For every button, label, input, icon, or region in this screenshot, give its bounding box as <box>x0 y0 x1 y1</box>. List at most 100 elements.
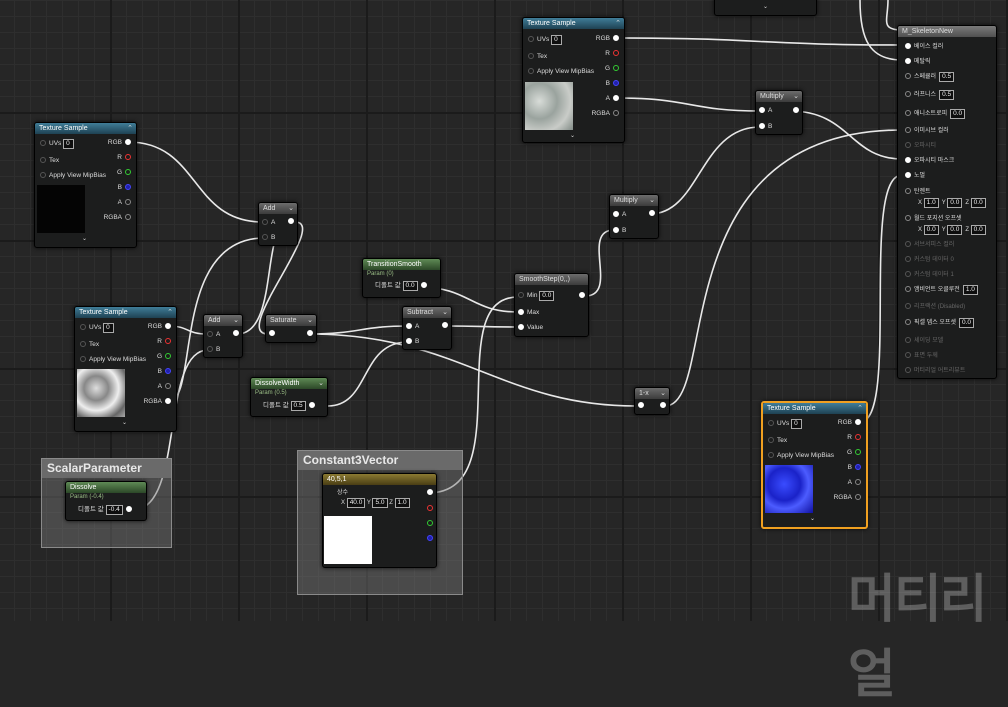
min-input[interactable]: 0.0 <box>539 291 555 301</box>
chevron-down-icon[interactable]: ⌄ <box>570 133 576 139</box>
saturate-node[interactable]: Saturate⌄ <box>265 314 317 343</box>
input-pin[interactable] <box>905 319 911 326</box>
input-pin[interactable] <box>905 367 911 374</box>
output-pin[interactable] <box>288 218 294 225</box>
one-minus-node[interactable]: 1-x⌄ <box>634 387 670 415</box>
result-pin[interactable]: 노멀 <box>902 171 925 181</box>
input-pin[interactable] <box>905 337 911 344</box>
output-pin[interactable] <box>855 479 861 486</box>
output-pin[interactable] <box>613 50 619 57</box>
chevron-down-icon[interactable]: ⌄ <box>82 236 88 242</box>
vector-component-input[interactable]: 0.0 <box>970 225 986 235</box>
chevron-up-icon[interactable]: ⌃ <box>127 125 133 132</box>
result-pin[interactable]: 머티리얼 어트리뷰트 <box>902 366 965 376</box>
default-value-input[interactable]: 0.0 <box>402 281 418 291</box>
chevron-up-icon[interactable]: ⌃ <box>167 309 173 316</box>
output-pin[interactable] <box>660 402 666 409</box>
input-pin[interactable] <box>905 286 911 293</box>
texture-sample-node[interactable]: Texture Sample⌃ UVs 0 Tex Apply View Mip… <box>74 306 177 432</box>
output-pin[interactable] <box>855 449 861 456</box>
input-pin[interactable] <box>905 271 911 278</box>
z-input[interactable]: 1.0 <box>394 498 410 508</box>
output-pin[interactable] <box>793 107 799 114</box>
output-pin[interactable] <box>165 323 171 330</box>
output-pin[interactable] <box>165 383 171 390</box>
smoothstep-node[interactable]: SmoothStep(0,,) Min 0.0 Max Value <box>514 273 589 337</box>
input-pin[interactable] <box>905 127 911 134</box>
input-pin[interactable] <box>905 303 911 310</box>
vector-component-input[interactable]: 0.0 <box>970 198 986 208</box>
input-pin[interactable] <box>905 157 911 164</box>
result-pin[interactable]: 오파시티 <box>902 141 936 151</box>
default-value-input[interactable]: 0.5 <box>290 401 306 411</box>
output-pin[interactable] <box>165 368 171 375</box>
output-pin[interactable] <box>125 169 131 176</box>
output-pin[interactable] <box>855 464 861 471</box>
result-pin[interactable]: 오파시티 마스크 <box>902 156 954 166</box>
dissolve-width-param-node[interactable]: DissolveWidth⌄ Param (0.5) 디폴트 값 0.5 <box>250 377 328 417</box>
chevron-up-icon[interactable]: ⌃ <box>857 405 863 412</box>
uvs-input[interactable]: 0 <box>103 323 115 333</box>
vector-component-input[interactable]: 0.0 <box>947 225 963 235</box>
output-pin[interactable] <box>125 214 131 221</box>
pin-value-input[interactable]: 0.0 <box>958 318 975 328</box>
vector-component-input[interactable]: 0.0 <box>923 225 939 235</box>
output-pin[interactable] <box>613 95 619 102</box>
add-node[interactable]: Add⌄ A B <box>258 202 298 246</box>
result-pin[interactable]: 이미시브 컬러 <box>902 126 949 136</box>
result-pin[interactable]: 표면 두께 <box>902 351 938 361</box>
result-pin[interactable]: 탄젠트 <box>902 187 931 197</box>
input-pin[interactable] <box>905 188 911 195</box>
result-pin[interactable]: 월드 포지션 오프셋 <box>902 214 962 224</box>
chevron-down-icon[interactable]: ⌄ <box>318 380 324 387</box>
multiply-node[interactable]: Multiply⌄ A B <box>609 194 659 239</box>
chevron-down-icon[interactable]: ⌄ <box>793 93 799 100</box>
chevron-down-icon[interactable]: ⌄ <box>122 420 128 426</box>
multiply-node[interactable]: Multiply⌄ A B <box>755 90 803 135</box>
output-pin[interactable] <box>855 434 861 441</box>
result-pin[interactable]: 리프랙션 (Disabled) <box>902 302 965 312</box>
output-pin[interactable] <box>855 419 861 426</box>
input-pin[interactable] <box>905 215 911 222</box>
uvs-input[interactable]: 0 <box>791 419 803 429</box>
chevron-down-icon[interactable]: ⌄ <box>763 4 769 10</box>
default-value-input[interactable]: -0.4 <box>105 505 123 515</box>
pin-value-input[interactable]: 1.0 <box>962 285 978 295</box>
input-pin[interactable] <box>905 43 911 50</box>
input-pin[interactable] <box>905 256 911 263</box>
texture-sample-node[interactable]: Texture Sample⌃ UVs 0 Tex Apply View Mip… <box>522 17 625 143</box>
output-pin[interactable] <box>855 494 861 501</box>
result-pin[interactable]: 메탈릭 <box>902 57 931 67</box>
pin-value-input[interactable]: 0.5 <box>939 90 955 100</box>
output-pin[interactable] <box>579 292 585 299</box>
dissolve-param-node[interactable]: Dissolve Param (-0.4) 디폴트 값 -0.4 <box>65 481 147 521</box>
output-pin[interactable] <box>165 353 171 360</box>
uvs-input[interactable]: 0 <box>63 139 75 149</box>
chevron-down-icon[interactable]: ⌄ <box>660 390 666 397</box>
pin-value-input[interactable]: 0.0 <box>950 109 966 119</box>
output-pin[interactable] <box>427 535 433 542</box>
input-pin[interactable] <box>905 352 911 359</box>
vector-component-input[interactable]: 1.0 <box>923 198 939 208</box>
chevron-down-icon[interactable]: ⌄ <box>288 205 294 212</box>
subtract-node[interactable]: Subtract⌄ A B <box>402 306 452 350</box>
result-pin[interactable]: 커스텀 데이터 1 <box>902 270 954 280</box>
output-pin[interactable] <box>125 506 132 513</box>
chevron-down-icon[interactable]: ⌄ <box>442 309 448 316</box>
chevron-up-icon[interactable]: ⌃ <box>615 20 621 27</box>
vector-component-input[interactable]: 0.0 <box>947 198 963 208</box>
chevron-down-icon[interactable]: ⌄ <box>649 197 655 204</box>
output-pin[interactable] <box>307 330 313 337</box>
constant3vector-node[interactable]: 40,5,1 상수 X 40.0 Y 5.0 Z 1.0 <box>322 473 437 568</box>
chevron-down-icon[interactable]: ⌄ <box>810 516 816 522</box>
uvs-input[interactable]: 0 <box>551 35 563 45</box>
texture-sample-node[interactable]: Texture Sample⌃ UVs 0 Tex Apply View Mip… <box>34 122 137 248</box>
x-input[interactable]: 40.0 <box>346 498 366 508</box>
input-pin[interactable] <box>905 73 911 80</box>
partial-node[interactable]: ⌄ <box>714 0 817 16</box>
chevron-down-icon[interactable]: ⌄ <box>233 317 239 324</box>
